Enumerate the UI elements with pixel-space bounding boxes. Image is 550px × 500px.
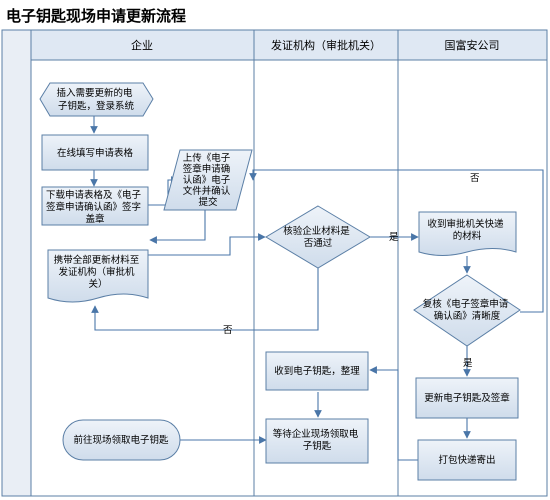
node-text-login: 插入需要更新的电 子钥匙，登录系统 — [56, 87, 135, 112]
node-shape-update-key — [415, 377, 519, 419]
node-text-login-line-1: 插入需要更新的电 — [56, 87, 133, 99]
node-text-carry: 携带全部更新材料至 发证机构（审批机 关） — [54, 254, 143, 290]
node-text-upload-line-1: 上传《电子 — [183, 152, 231, 164]
node-text-verify: 核验企业材料是 否通过 — [283, 225, 353, 249]
node-text-pack-ship: 打包快递寄出 — [438, 454, 495, 466]
lane-header-enterprise: 企业 — [131, 38, 153, 52]
node-text-fill-form: 在线填写申请表格 — [57, 147, 134, 159]
edge-pack-to-receive-key — [369, 366, 420, 461]
node-text-download-line-2: 签章申请确认函》签字 — [46, 201, 141, 213]
edge-carry-to-verify — [148, 233, 266, 256]
node-text-download-line-3: 盖章 — [85, 213, 105, 225]
node-text-wait-pickup-line-2: 子钥匙 — [303, 440, 332, 452]
node-text-wait-pickup-line-1: 等待企业现场领取电 — [273, 428, 359, 440]
node-text-recheck: 复核《电子签章申请 确认函》清晰度 — [423, 298, 512, 322]
left-gutter — [1, 29, 32, 497]
node-text-carry-line-1: 携带全部更新材料至 — [54, 254, 140, 266]
node-text-pack-ship-line-1: 打包快递寄出 — [438, 454, 495, 466]
node-text-receive-materials-line-1: 收到审批机关快递 — [427, 218, 504, 230]
lane-header-row — [30, 29, 548, 61]
node-text-carry-line-3: 关） — [88, 278, 107, 290]
node-text-carry-line-2: 发证机构（审批机 — [58, 266, 135, 278]
node-text-wait-pickup: 等待企业现场领取电 子钥匙 — [273, 428, 362, 452]
node-text-update-key: 更新电子钥匙及签章 — [424, 392, 510, 404]
node-shape-pack-ship — [417, 439, 517, 481]
node-text-recheck-line-2: 确认函》清晰度 — [434, 310, 501, 322]
lane-header-guofuan: 国富安公司 — [445, 38, 500, 52]
node-text-goto-site: 前往现场领取电子钥匙 — [73, 434, 169, 446]
node-shape-fill-form — [41, 134, 149, 171]
node-text-receive-key-line-1: 收到电子钥匙，整理 — [274, 365, 360, 377]
node-shape-upload — [163, 149, 253, 211]
node-text-update-key-line-1: 更新电子钥匙及签章 — [424, 392, 510, 404]
node-text-upload-line-3: 认函》电子 — [183, 174, 231, 186]
edge-upload-to-carry — [149, 210, 206, 244]
node-text-upload: 上传《电子 签章申请确 认函》电子 文件并确认 提交 — [183, 152, 234, 208]
edge-label-no-2: 否 — [470, 173, 480, 184]
node-text-download-line-1: 下载申请表格及《电子 — [46, 189, 142, 201]
node-text-verify-line-2: 否通过 — [304, 237, 333, 249]
node-text-receive-materials-line-2: 的材料 — [453, 230, 482, 242]
node-text-login-line-2: 子钥匙，登录系统 — [58, 100, 135, 112]
node-shape-recheck — [413, 274, 521, 347]
lane-header-issuer: 发证机构（审批机关） — [271, 38, 381, 52]
node-shape-login — [39, 82, 154, 117]
node-shape-carry — [47, 249, 149, 303]
edge-recheck-no — [249, 169, 544, 313]
node-text-receive-key: 收到电子钥匙，整理 — [274, 365, 360, 377]
node-shape-goto-site — [62, 419, 181, 461]
edge-label-no-1: 否 — [223, 325, 233, 336]
node-shape-receive-materials — [418, 211, 517, 256]
node-shape-verify — [265, 205, 371, 269]
node-text-goto-site-line-1: 前往现场领取电子钥匙 — [73, 434, 169, 446]
node-text-upload-line-4: 文件并确认 — [183, 185, 231, 197]
node-shape-wait-pickup — [265, 418, 369, 464]
node-shape-receive-key — [265, 351, 369, 391]
edge-label-yes-2: 是 — [463, 358, 473, 369]
node-shape-download — [41, 186, 149, 226]
node-text-recheck-line-1: 复核《电子签章申请 — [423, 298, 509, 310]
node-text-verify-line-1: 核验企业材料是 — [283, 225, 350, 237]
node-text-upload-line-5: 提交 — [198, 196, 218, 208]
diagram-title: 电子钥匙现场申请更新流程 — [6, 7, 187, 25]
node-text-fill-form-line-1: 在线填写申请表格 — [57, 147, 134, 159]
edge-verify-no — [91, 268, 319, 331]
node-text-upload-line-2: 签章申请确 — [183, 163, 231, 175]
edge-label-yes-1: 是 — [389, 232, 399, 243]
node-text-receive-materials: 收到审批机关快递 的材料 — [427, 218, 506, 242]
node-text-download: 下载申请表格及《电子 签章申请确认函》签字 盖章 — [46, 189, 144, 225]
